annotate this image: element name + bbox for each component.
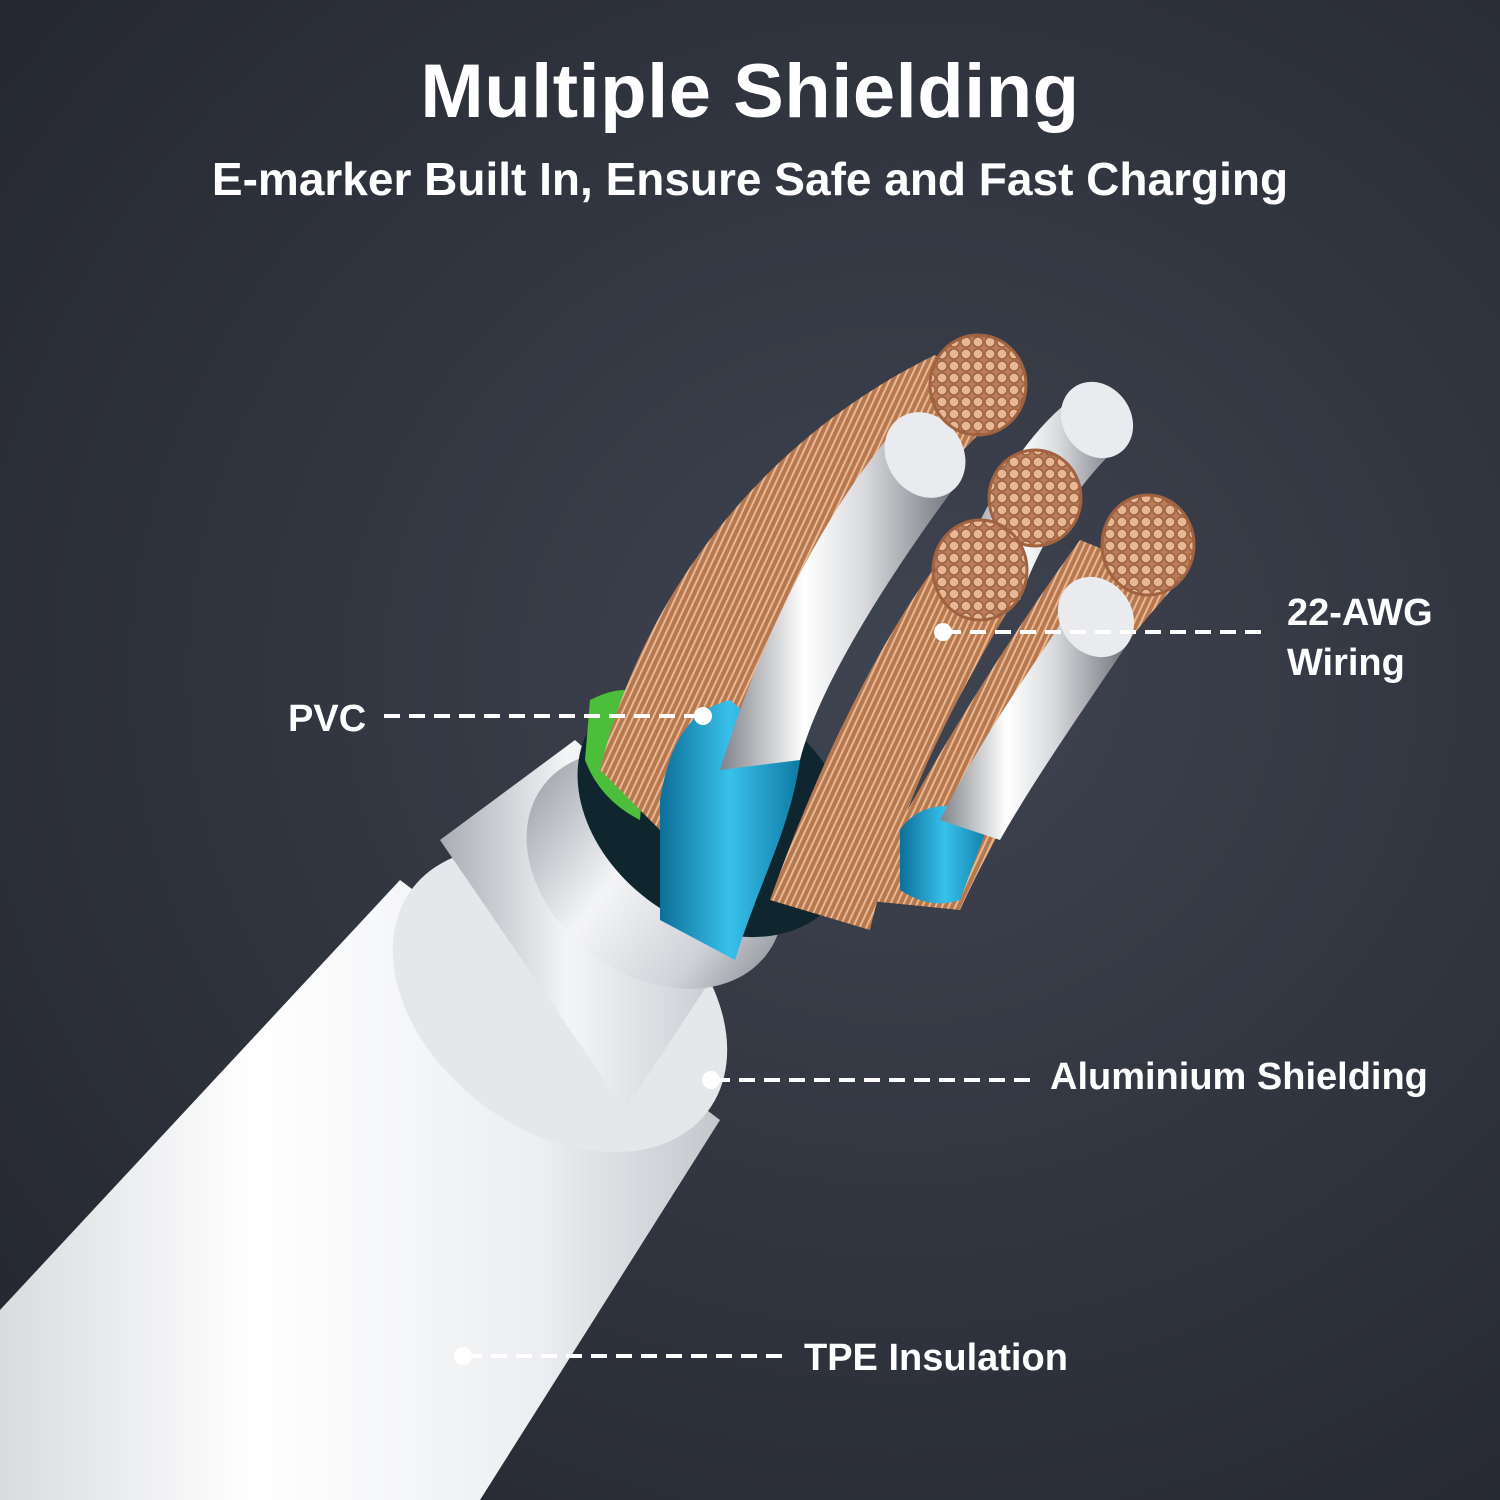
aluminium-shielding-label: Aluminium Shielding xyxy=(1050,1056,1428,1098)
copper-strand-ends xyxy=(928,333,1196,622)
page-title: Multiple Shielding xyxy=(420,49,1080,134)
tpe-leader-dot xyxy=(454,1347,472,1365)
aluminium-leader-dot xyxy=(702,1071,720,1089)
silver-wire-left xyxy=(720,435,960,770)
awg-label-line1: 22-AWG xyxy=(1287,592,1433,634)
pvc-leader-dot xyxy=(694,707,712,725)
silver-wire-right xyxy=(940,610,1130,840)
pvc-label: PVC xyxy=(288,698,367,740)
pvc-insulation-blue xyxy=(660,700,800,960)
awg-label-line2: Wiring xyxy=(1287,642,1405,684)
awg-wiring-label: 22-AWG Wiring xyxy=(1287,588,1433,688)
tpe-insulation-label: TPE Insulation xyxy=(804,1337,1068,1379)
awg-leader-dot xyxy=(934,623,952,641)
page-subtitle: E-marker Built In, Ensure Safe and Fast … xyxy=(211,153,1289,205)
